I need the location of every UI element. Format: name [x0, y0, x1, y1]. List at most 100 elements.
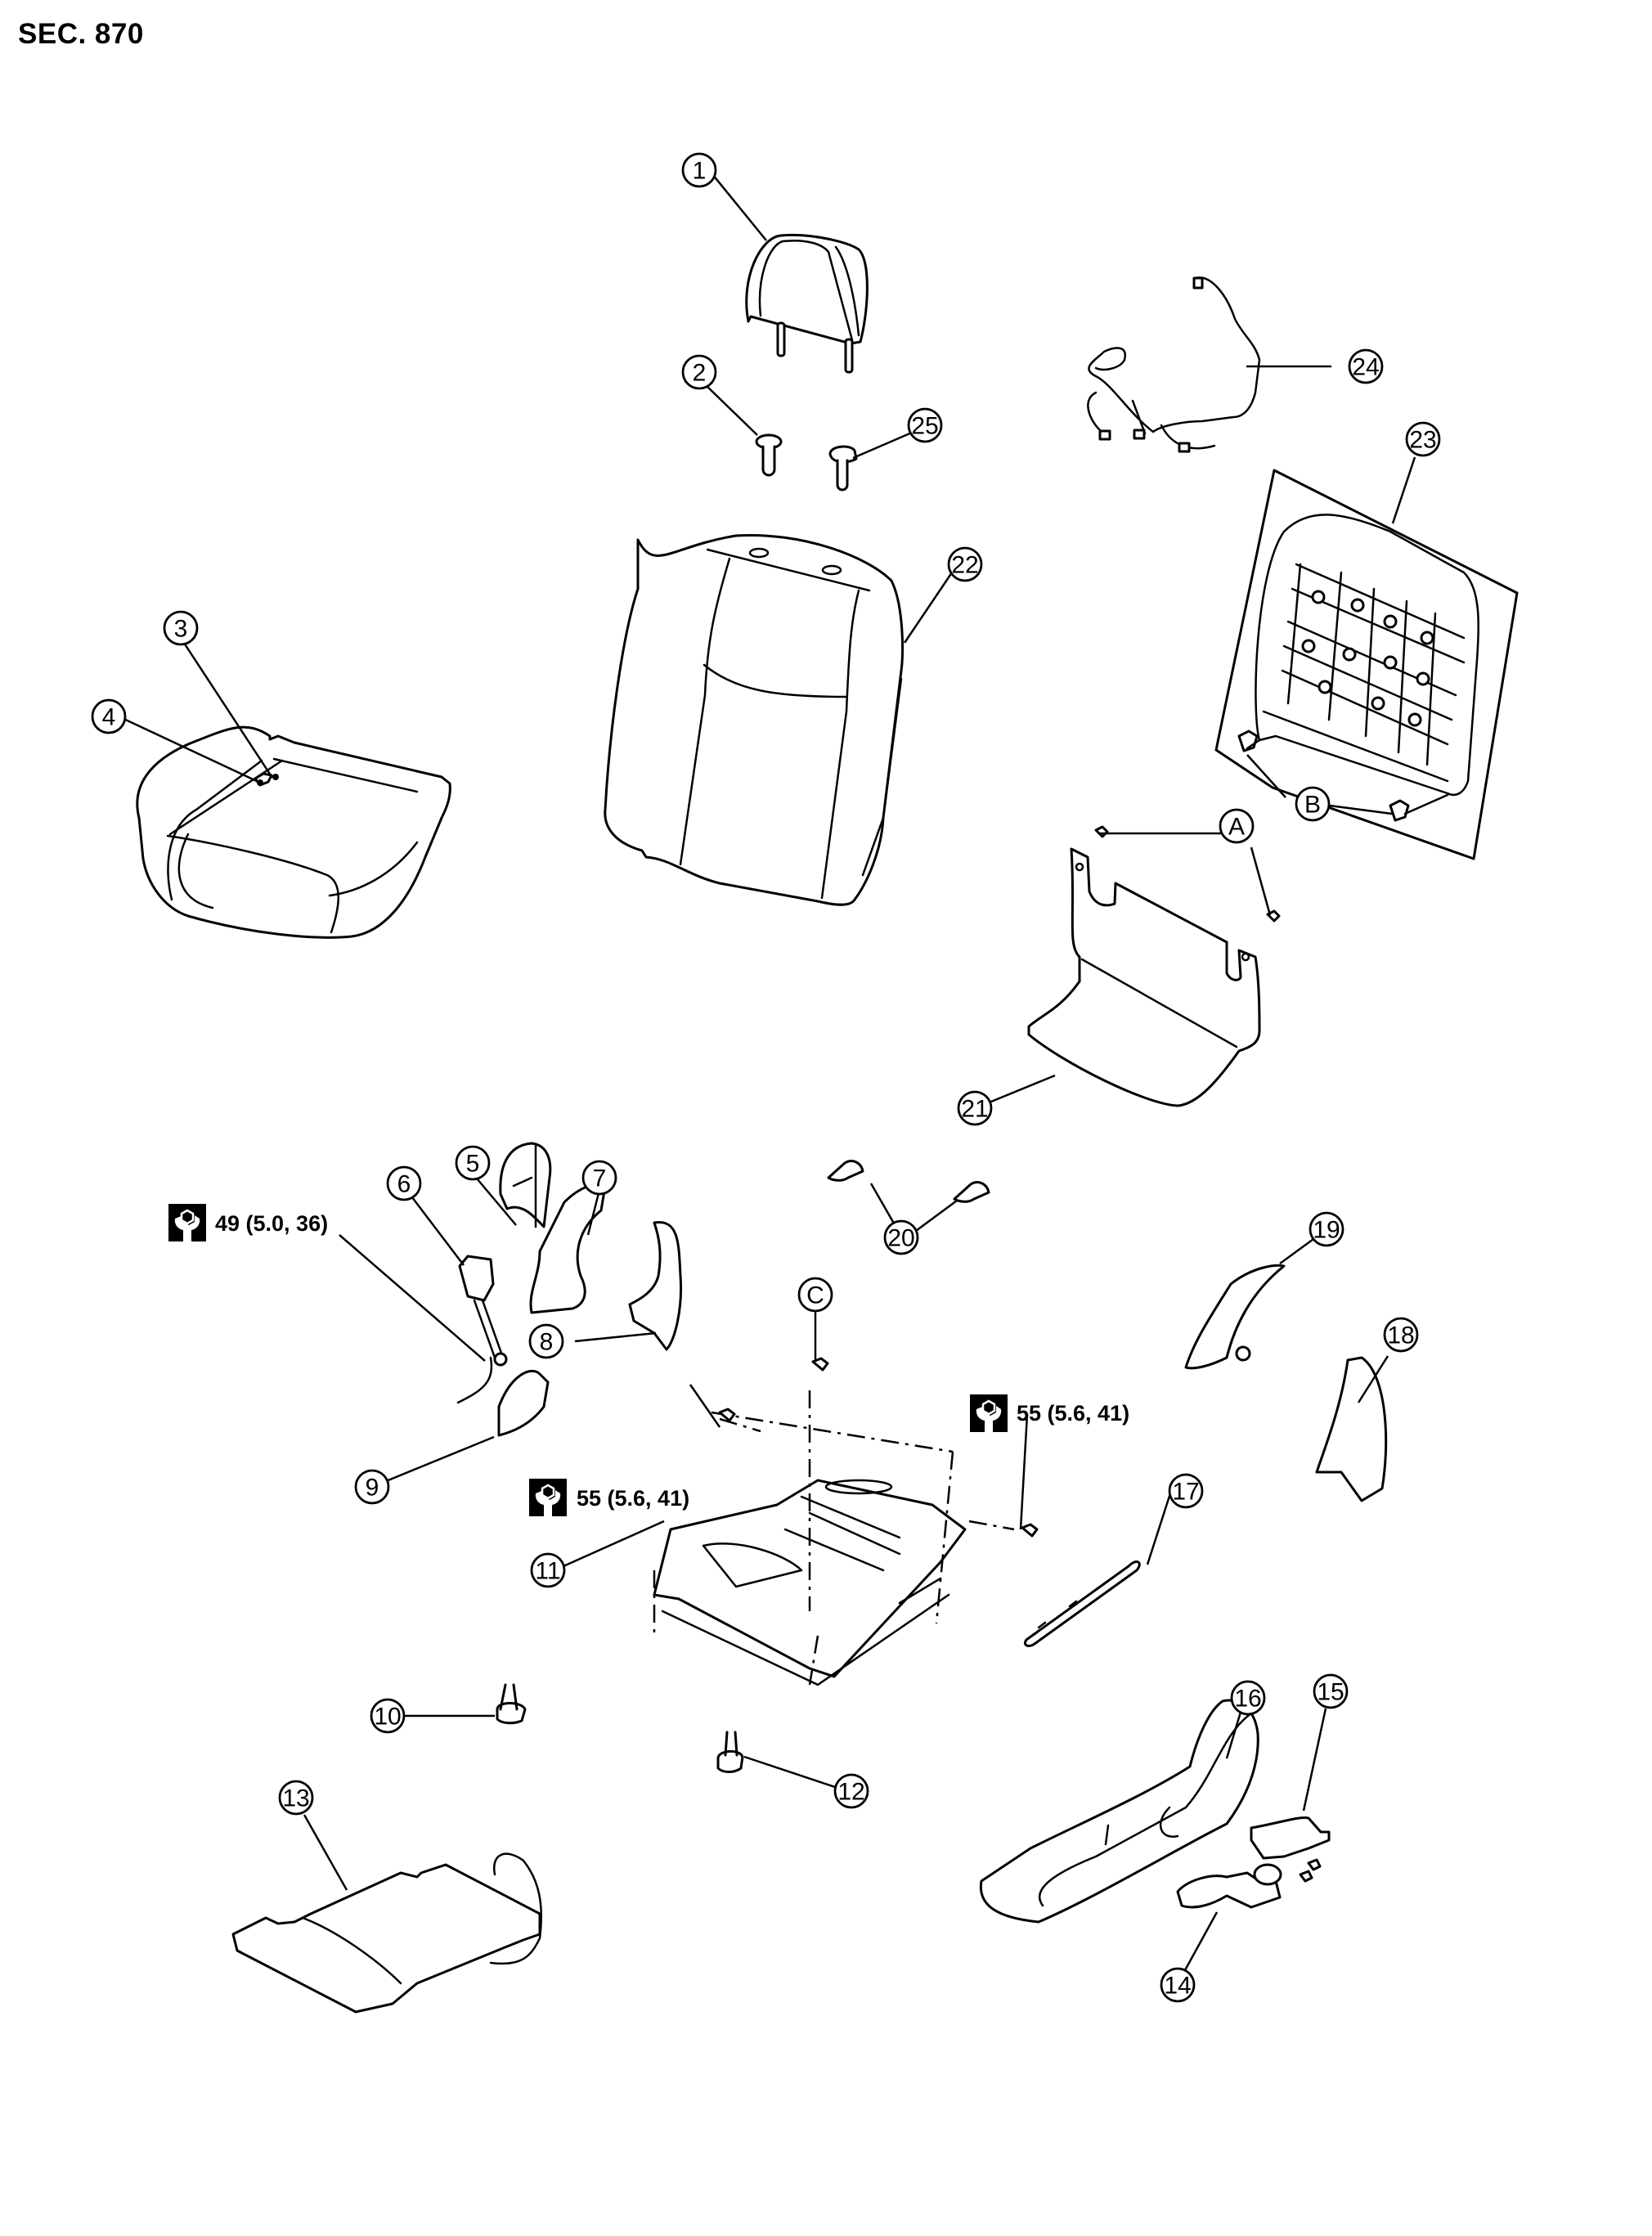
callout-label: C: [806, 1282, 824, 1309]
callout-10: 10: [370, 1698, 406, 1734]
recliner-cover-rear: [628, 1220, 683, 1351]
callout-23: 23: [1405, 421, 1441, 457]
side-shield-outer: [979, 1699, 1259, 1924]
callout-label: 19: [1313, 1217, 1340, 1244]
callout-circle: [1295, 786, 1331, 822]
callout-19: 19: [1309, 1211, 1344, 1247]
callout-circle: [528, 1323, 564, 1359]
seat-cushion-trim: [136, 725, 451, 939]
callout-label: 20: [887, 1225, 914, 1252]
callout-label: 10: [374, 1704, 401, 1731]
callout-21: 21: [957, 1090, 993, 1126]
callout-4: 4: [91, 698, 127, 734]
callout-label: 5: [466, 1151, 480, 1178]
leader-lines: [118, 169, 1416, 1971]
callout-circle: [1383, 1317, 1419, 1353]
harness-clip-pair: [827, 1160, 990, 1203]
clip-10: [496, 1683, 527, 1725]
section-title: SEC. 870: [18, 18, 144, 50]
callout-circle: [530, 1552, 566, 1588]
callout-label: 22: [951, 552, 978, 579]
callout-label: 8: [540, 1329, 554, 1356]
callout-label: 4: [102, 704, 116, 731]
seatback-trim: [604, 533, 905, 906]
callout-circle: [1160, 1967, 1196, 2003]
callout-circle: [91, 698, 127, 734]
recliner-cover-inner: [499, 1142, 552, 1228]
callout-circle: [957, 1090, 993, 1126]
callout-A: A: [1219, 808, 1255, 844]
callout-circle: [581, 1160, 617, 1196]
callout-17: 17: [1168, 1473, 1204, 1509]
seatback-board: [1027, 825, 1281, 1107]
torque-value: 55 (5.6, 41): [1017, 1401, 1129, 1426]
seat-cushion-pan: [231, 1852, 543, 2014]
callout-25: 25: [907, 407, 943, 443]
callout-14: 14: [1160, 1967, 1196, 2003]
callout-22: 22: [947, 546, 983, 582]
callout-label: 24: [1352, 354, 1379, 381]
callout-label: 3: [174, 616, 188, 643]
callout-circle: [386, 1165, 422, 1201]
callout-13: 13: [278, 1780, 314, 1816]
callout-8: 8: [528, 1323, 564, 1359]
callout-24: 24: [1348, 348, 1384, 384]
seatback-frame: [1214, 469, 1519, 860]
callout-label: B: [1304, 792, 1321, 819]
callout-circle: [797, 1277, 833, 1313]
callout-label: 23: [1409, 427, 1436, 454]
callout-circle: [1313, 1673, 1349, 1709]
seatbelt-buckle-cover: [497, 1369, 550, 1437]
torque-spec-seatbelt: 49 (5.0, 36): [167, 1202, 328, 1243]
callout-label: 14: [1164, 1973, 1191, 2000]
callout-circle: [1348, 348, 1384, 384]
callout-circle: [370, 1698, 406, 1734]
callout-label: 7: [593, 1165, 607, 1192]
callout-label: 25: [911, 413, 938, 440]
callout-circle: [883, 1219, 919, 1255]
callout-circle: [278, 1780, 314, 1816]
torque-value: 55 (5.6, 41): [577, 1486, 689, 1511]
callout-6: 6: [386, 1165, 422, 1201]
callout-C: C: [797, 1277, 833, 1313]
callout-B: B: [1295, 786, 1331, 822]
callout-circle: [1230, 1680, 1266, 1716]
callout-circle: [907, 407, 943, 443]
lifter-knob: [1250, 1816, 1331, 1886]
callout-circle: [1219, 808, 1255, 844]
headrest: [745, 233, 869, 374]
callout-circle: [681, 354, 717, 390]
callout-label: 1: [693, 158, 707, 185]
torque-wrench-icon: [968, 1393, 1009, 1434]
callout-circle: [1405, 421, 1441, 457]
callout-label: A: [1228, 814, 1245, 841]
callout-label: 15: [1317, 1679, 1344, 1706]
callout-12: 12: [833, 1773, 869, 1809]
torque-wrench-icon: [527, 1477, 568, 1518]
torque-wrench-icon: [167, 1202, 208, 1243]
torque-value: 49 (5.0, 36): [215, 1211, 328, 1236]
callout-label: 21: [961, 1096, 988, 1123]
callout-16: 16: [1230, 1680, 1266, 1716]
callout-label: 17: [1172, 1479, 1199, 1506]
callout-3: 3: [163, 610, 199, 646]
torque-spec-frame-left: 55 (5.6, 41): [527, 1477, 689, 1518]
callout-9: 9: [354, 1469, 390, 1505]
callout-circle: [163, 610, 199, 646]
callout-circle: [681, 152, 717, 188]
callout-label: 12: [837, 1779, 864, 1806]
callout-11: 11: [530, 1552, 566, 1588]
callout-20: 20: [883, 1219, 919, 1255]
callout-circle: [354, 1469, 390, 1505]
torque-spec-frame-right: 55 (5.6, 41): [968, 1393, 1129, 1434]
seatbelt-buckle: [456, 1255, 508, 1404]
callout-label: 16: [1234, 1686, 1261, 1713]
headrest-guide-lock: [828, 445, 858, 492]
recliner-cover-right-rear: [1315, 1356, 1388, 1502]
callout-label: 6: [397, 1171, 411, 1198]
callout-18: 18: [1383, 1317, 1419, 1353]
callout-circle: [1168, 1473, 1204, 1509]
seat-frame-assembly: [653, 1357, 1039, 1686]
callout-2: 2: [681, 354, 717, 390]
